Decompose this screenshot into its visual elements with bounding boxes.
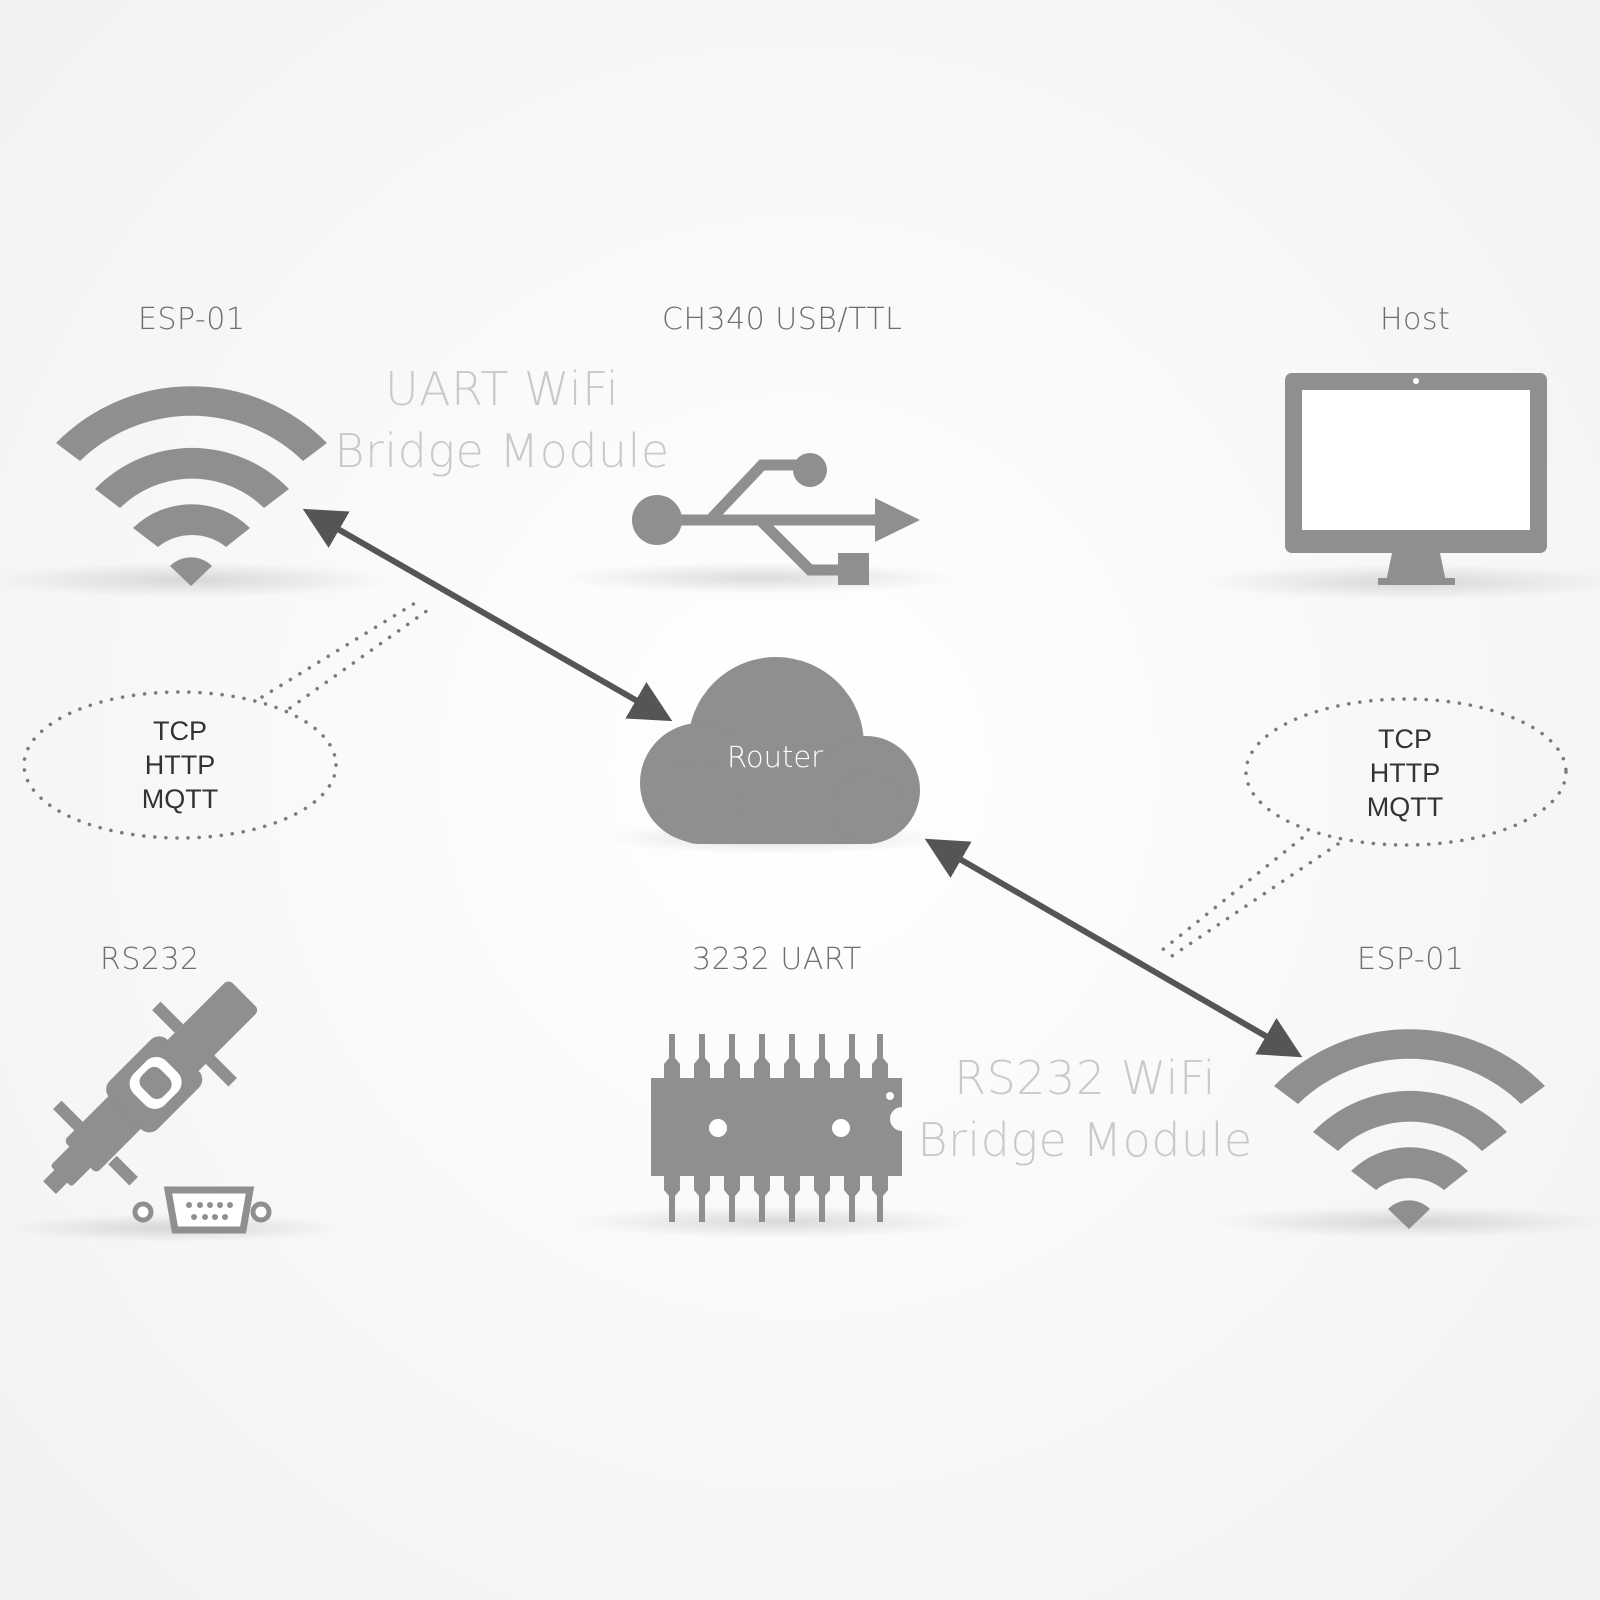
chip-pin <box>754 1176 770 1222</box>
chip-pin <box>724 1176 740 1222</box>
chip-pin <box>844 1034 860 1078</box>
chip-pin <box>694 1176 710 1222</box>
protocol-list-right: TCP HTTP MQTT <box>1345 722 1465 824</box>
wifi-icon <box>56 386 327 586</box>
chip-pin <box>724 1034 740 1078</box>
host-label: Host <box>1380 302 1451 337</box>
protocol-item: MQTT <box>141 784 219 814</box>
wifi-icon <box>1274 1029 1545 1229</box>
protocol-item: HTTP <box>1369 758 1441 788</box>
uart-3232-label: 3232 UART <box>692 942 862 977</box>
monitor-icon <box>1285 373 1547 585</box>
chip-pin <box>814 1176 830 1222</box>
arrow-esp01-router <box>302 508 673 722</box>
protocol-bubble-right <box>1154 697 1568 962</box>
arrow-router-esp01 <box>924 838 1303 1058</box>
chip-pin <box>814 1034 830 1078</box>
esp01-top-label: ESP-01 <box>138 302 246 337</box>
chip-pin <box>784 1176 800 1222</box>
chip-pin <box>784 1034 800 1078</box>
chip-pin <box>872 1034 888 1078</box>
protocol-list-left: TCP HTTP MQTT <box>120 714 240 816</box>
protocol-item: MQTT <box>1366 792 1444 822</box>
chip-pin <box>664 1176 680 1222</box>
rs232-bridge-caption-line2: Bridge Module <box>917 1113 1253 1167</box>
serial-connector-icon <box>43 981 272 1234</box>
rs232-label: RS232 <box>100 942 200 977</box>
connection-arrows <box>302 508 1303 1058</box>
uart-bridge-caption-line2: Bridge Module <box>334 424 670 478</box>
uart-bridge-caption-line1: UART WiFi <box>384 362 620 416</box>
chip-pin <box>754 1034 770 1078</box>
rs232-bridge-caption: RS232 WiFi Bridge Module <box>915 1047 1255 1171</box>
protocol-item: TCP <box>1378 724 1432 754</box>
chip-pin <box>872 1176 888 1222</box>
router-label: Router <box>727 740 824 774</box>
protocol-item: HTTP <box>144 750 216 780</box>
protocol-bubble-left <box>22 598 430 840</box>
ic-chip-icon <box>651 1034 902 1222</box>
esp01-bottom-label: ESP-01 <box>1357 942 1465 977</box>
uart-bridge-caption: UART WiFi Bridge Module <box>332 358 672 482</box>
chip-pin <box>694 1034 710 1078</box>
cloud-icon <box>640 657 920 844</box>
rs232-bridge-caption-line1: RS232 WiFi <box>954 1051 1216 1105</box>
chip-pin <box>664 1034 680 1078</box>
chip-pin <box>844 1176 860 1222</box>
protocol-item: TCP <box>153 716 207 746</box>
usb-ttl-label: CH340 USB/TTL <box>662 302 903 337</box>
